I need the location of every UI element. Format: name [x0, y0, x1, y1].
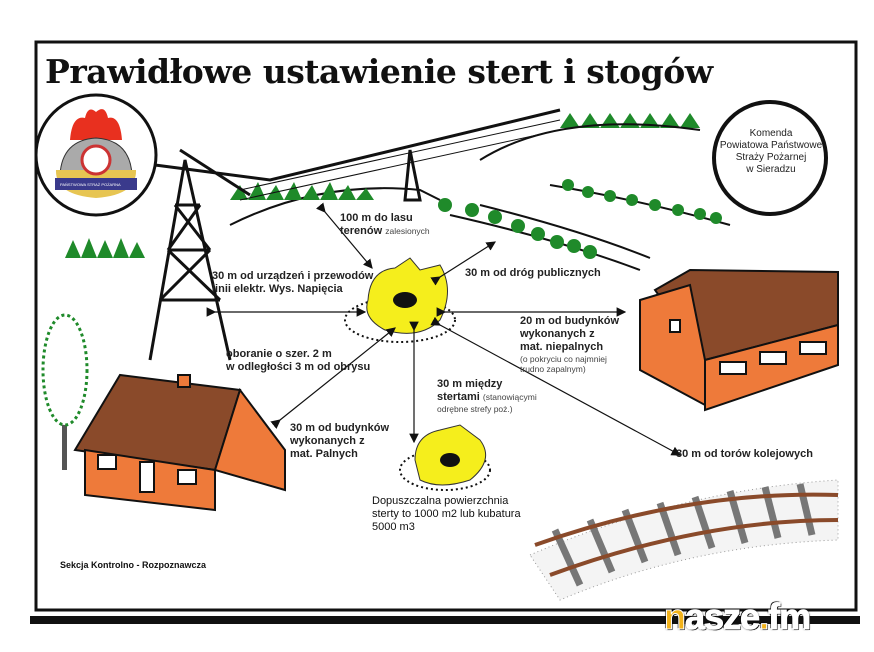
label-line: wykonanych z: [290, 435, 365, 447]
emblem-text: PAŃSTWOWA STRAŻ POŻARNA: [60, 182, 121, 187]
fire-brigade-emblem-icon: [55, 109, 137, 198]
forest-icon: [230, 182, 374, 200]
label-between-stacks: 30 m między stertami (stanowiącymi odręb…: [437, 378, 537, 414]
label-forest: 100 m do lasu terenów zalesionych: [340, 212, 430, 238]
forest-right-icon: [560, 113, 700, 128]
label-area: Dopuszczalna powierzchnia sterty to 1000…: [372, 495, 521, 534]
label-flammable: 30 m od budynków wykonanych z mat. Palny…: [290, 422, 389, 461]
komenda-label: Komenda Powiatowa Państwowe Straży Pożar…: [716, 128, 826, 176]
birch-tree-icon: [41, 313, 89, 470]
logo-part: fm: [768, 596, 812, 638]
tree-row-icon: [438, 179, 722, 259]
label-line: oboranie o szer. 2 m: [226, 348, 332, 360]
label-line: w odległości 3 m od obrysu: [226, 361, 371, 373]
label-plowing: oboranie o szer. 2 m w odległości 3 m od…: [226, 348, 370, 374]
brick-barn-icon: [639, 268, 839, 412]
label-line: 20 m od budynków: [520, 315, 620, 327]
wooden-house-icon: [73, 373, 286, 512]
label-line: 30 m od urządzeń i przewodów: [212, 270, 374, 282]
label-line: odrębne strefy poż.): [437, 404, 513, 414]
page-title: Prawidłowe ustawienie stert i stogów: [45, 52, 713, 91]
komenda-line: w Sieradzu: [746, 164, 796, 175]
label-line: zalesionych: [385, 226, 430, 236]
label-roads: 30 m od dróg publicznych: [465, 267, 601, 279]
distance-arrows: [206, 202, 682, 456]
komenda-line: Powiatowa Państwowe: [719, 140, 823, 151]
railway-track-icon: [529, 479, 839, 601]
label-line: 30 m między: [437, 378, 503, 390]
komenda-circle: [712, 100, 828, 216]
komenda-line: Komenda: [749, 128, 793, 139]
forest-left-icon: [65, 238, 145, 258]
label-railway: 30 m od torów kolejowych: [676, 448, 813, 460]
label-line: (stanowiącymi: [482, 392, 537, 402]
logo-part: asze: [684, 596, 760, 638]
label-line: terenów: [340, 225, 383, 237]
label-power-lines: 30 m od urządzeń i przewodów linii elekt…: [212, 270, 373, 296]
label-line: mat. niepalnych: [520, 341, 604, 353]
label-line: sterty to 1000 m2 lub kubatura: [372, 508, 521, 520]
label-line: 100 m do lasu: [340, 212, 413, 224]
bottom-bar: [30, 616, 860, 624]
label-line: 5000 m3: [372, 521, 415, 533]
label-line: stertami: [437, 391, 480, 403]
poster-frame: [34, 40, 858, 612]
label-line: 30 m od budynków: [290, 422, 390, 434]
label-line: wykonanych z: [520, 328, 595, 340]
label-nonflammable: 20 m od budynków wykonanych z mat. niepa…: [520, 315, 619, 374]
logo-part: .: [759, 596, 770, 638]
label-line: Dopuszczalna powierzchnia: [372, 495, 509, 507]
logo-part: n: [664, 596, 687, 638]
label-line: mat. Palnych: [290, 448, 358, 460]
komenda-line: Straży Pożarnej: [735, 152, 807, 163]
nasze-fm-logo: nasze.fm: [664, 596, 812, 638]
footer-section: Sekcja Kontrolno - Rozpoznawcza: [60, 560, 207, 570]
power-pylon-icon: [148, 108, 561, 361]
label-line: linii elektr. Wys. Napięcia: [212, 283, 343, 295]
label-line: (o pokryciu co najmniej: [520, 354, 607, 364]
label-line: trudno zapalnym): [520, 364, 586, 374]
